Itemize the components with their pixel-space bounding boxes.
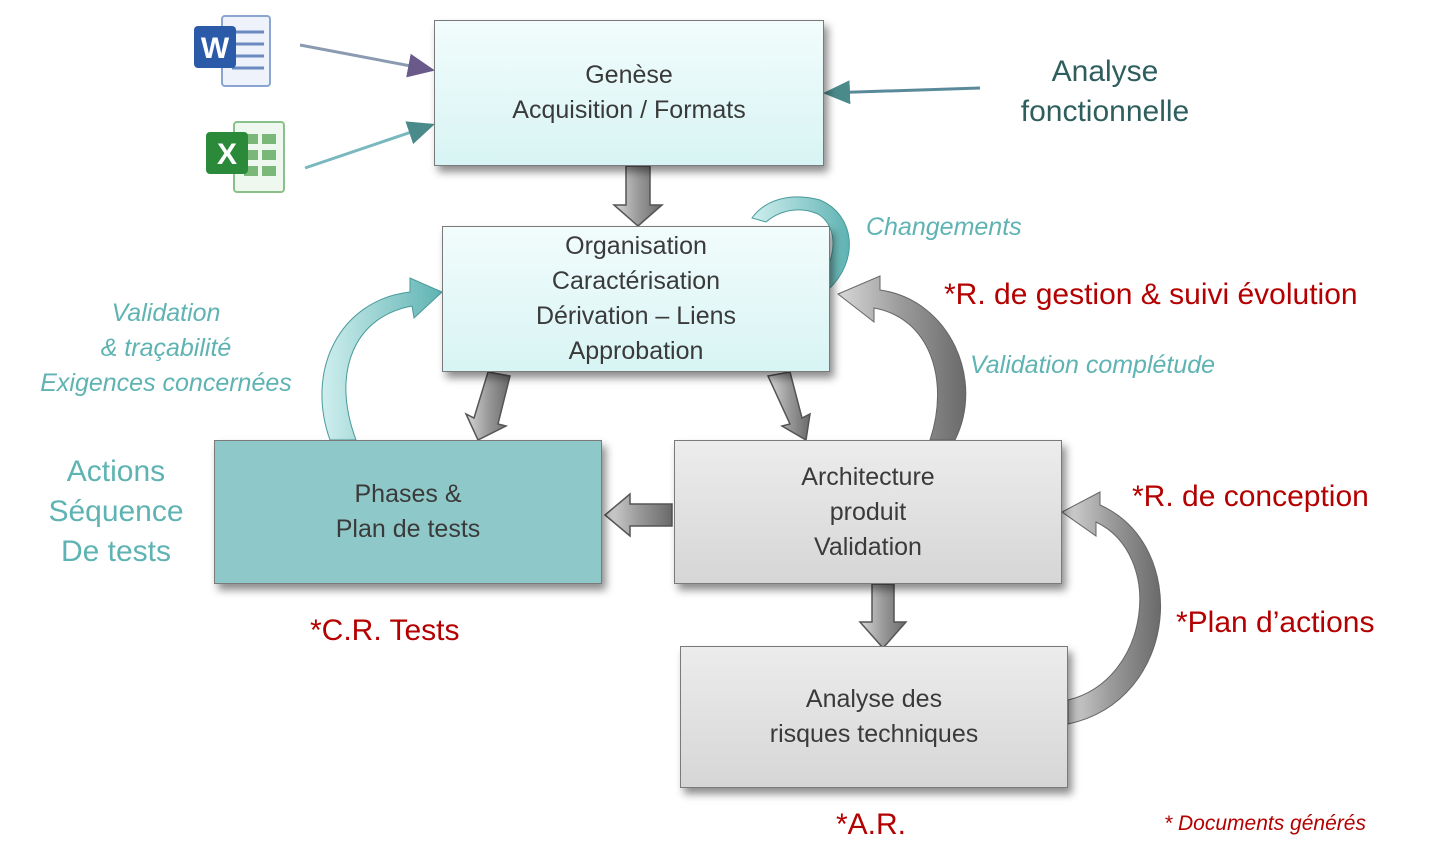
arrow-validation-tracabilite bbox=[321, 277, 443, 441]
arrow-analyse-to-genese bbox=[823, 80, 981, 105]
arrow-plan-actions bbox=[1061, 491, 1162, 725]
box-phases-line1: Phases & bbox=[354, 480, 462, 508]
box-risques-line2: risques techniques bbox=[769, 720, 979, 748]
label-ar: *A.R. bbox=[836, 808, 907, 841]
box-organisation-line3: Dérivation – Liens bbox=[535, 302, 737, 330]
arrow-organisation-to-phases bbox=[464, 371, 511, 442]
label-cr-tests: *C.R. Tests bbox=[310, 614, 460, 647]
box-architecture-line1: Architecture bbox=[801, 462, 935, 491]
label-actions-line1: Actions bbox=[66, 455, 166, 488]
box-phases-line2: Plan de tests bbox=[335, 515, 481, 543]
label-validation-line2: & traçabilité bbox=[100, 334, 232, 362]
label-actions-line2: Séquence bbox=[48, 495, 184, 528]
arrow-excel-to-genese bbox=[304, 121, 435, 170]
box-genese: Genèse Acquisition / Formats bbox=[434, 20, 824, 166]
box-genese-line1: Genèse bbox=[585, 61, 673, 89]
arrow-genese-to-organisation bbox=[612, 165, 664, 227]
arrow-architecture-to-phases bbox=[603, 492, 673, 538]
box-architecture-line2: produit bbox=[829, 497, 907, 526]
svg-text:W: W bbox=[201, 32, 230, 65]
svg-text:X: X bbox=[217, 138, 237, 171]
label-r-gestion: *R. de gestion & suivi évolution bbox=[944, 278, 1358, 311]
arrow-architecture-to-risques bbox=[858, 583, 908, 650]
arrow-changements-loop bbox=[751, 196, 850, 291]
label-validation-completude: Validation complétude bbox=[970, 351, 1216, 379]
label-documents-generes: * Documents générés bbox=[1164, 812, 1366, 835]
label-validation-tracabilite: Validation & traçabilité Exigences conce… bbox=[16, 296, 316, 401]
label-analyse-fonctionnelle: Analyse fonctionnelle bbox=[1000, 52, 1210, 132]
label-plan-actions: *Plan d’actions bbox=[1176, 606, 1375, 639]
arrow-word-to-genese bbox=[299, 43, 435, 78]
word-icon: W bbox=[192, 12, 276, 90]
label-analyse-line2: fonctionnelle bbox=[1020, 95, 1190, 128]
box-organisation-line2: Caractérisation bbox=[551, 267, 721, 295]
box-phases-plan-tests: Phases & Plan de tests bbox=[214, 440, 602, 584]
arrow-validation-completude bbox=[837, 275, 967, 441]
box-organisation-line4: Approbation bbox=[568, 337, 704, 365]
box-organisation: Organisation Caractérisation Dérivation … bbox=[442, 226, 830, 372]
box-architecture: Architecture produit Validation bbox=[674, 440, 1062, 584]
label-analyse-line1: Analyse bbox=[1051, 55, 1159, 88]
box-organisation-line1: Organisation bbox=[565, 232, 707, 260]
excel-icon: X bbox=[204, 118, 290, 196]
box-architecture-line3: Validation bbox=[814, 532, 922, 561]
label-r-conception: *R. de conception bbox=[1132, 480, 1369, 513]
label-validation-line3: Exigences concernées bbox=[40, 369, 292, 397]
label-actions-sequence: Actions Séquence De tests bbox=[30, 452, 202, 572]
label-changements: Changements bbox=[866, 213, 1022, 241]
label-actions-line3: De tests bbox=[60, 535, 172, 568]
label-validation-line1: Validation bbox=[111, 299, 221, 327]
box-genese-line2: Acquisition / Formats bbox=[512, 96, 746, 124]
arrow-organisation-to-architecture bbox=[766, 371, 811, 442]
box-risques-line1: Analyse des bbox=[805, 685, 943, 713]
box-analyse-risques: Analyse des risques techniques bbox=[680, 646, 1068, 788]
